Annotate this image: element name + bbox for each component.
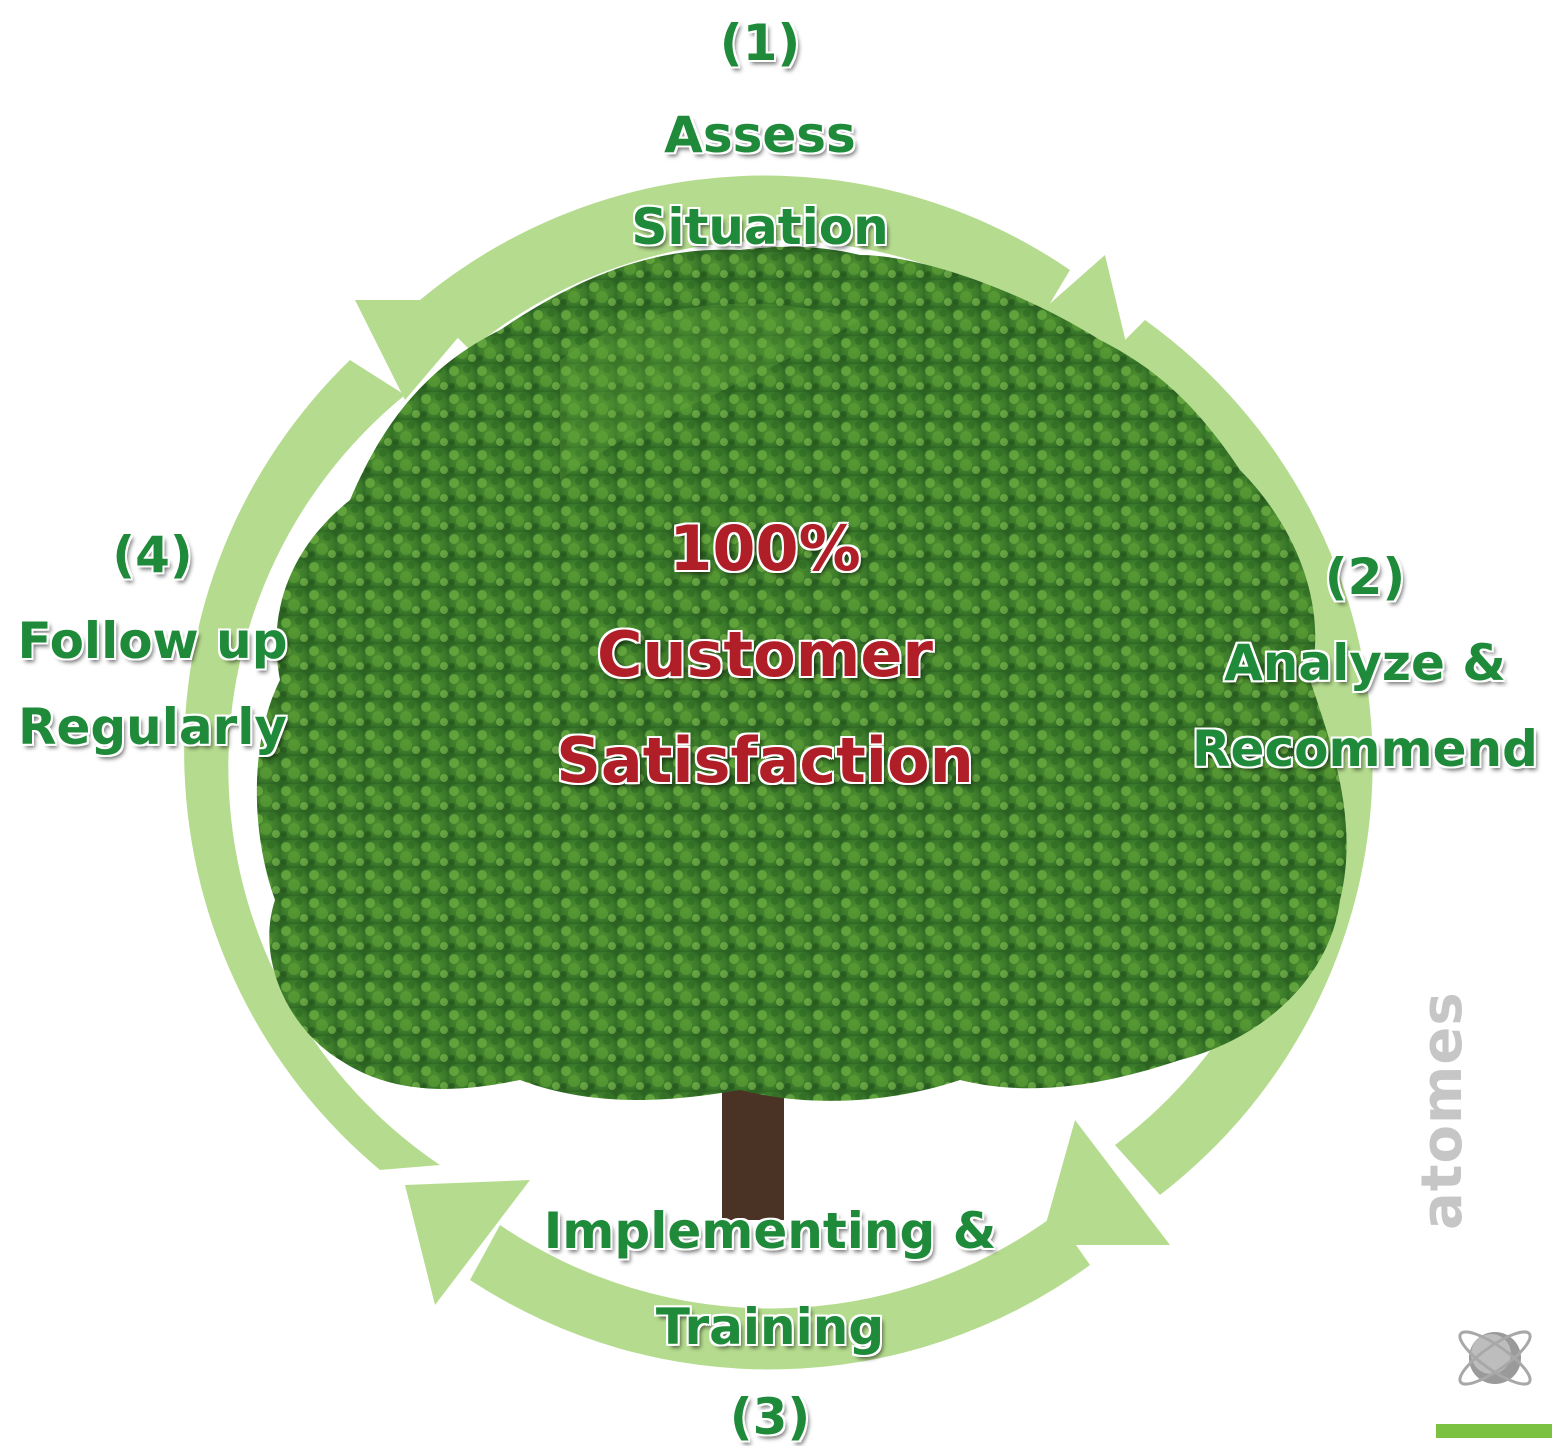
logo-bar [1436, 1424, 1552, 1438]
step-1-label: (1) Assess Situation [600, 18, 920, 252]
step-4-line2: Regularly [17, 698, 288, 756]
step-3-label: Implementing & Training (3) [500, 1206, 1040, 1442]
step-1-line1: Assess [664, 106, 856, 164]
step-1-number: (1) [719, 14, 801, 72]
step-3-line1: Implementing & [543, 1202, 997, 1260]
step-1-line2: Situation [631, 198, 889, 256]
step-3-number: (3) [729, 1388, 811, 1446]
center-label: 100% Customer Satisfaction [530, 518, 1000, 792]
step-3-line2: Training [655, 1298, 885, 1356]
tree-foliage-highlight [560, 303, 860, 480]
center-line1: 100% [669, 512, 861, 585]
tree-image [256, 246, 1347, 1220]
step-2-label: (2) Analyze & Recommend [1180, 552, 1550, 774]
atom-icon [1458, 1330, 1532, 1386]
arrow-assess-to-analyze [420, 175, 1070, 350]
center-line2: Customer [596, 618, 933, 691]
arrow-head-right [1040, 1120, 1170, 1245]
step-4-label: (4) Follow up Regularly [0, 530, 305, 752]
step-2-line1: Analyze & [1224, 634, 1506, 692]
arrow-implement-to-follow [470, 1215, 1090, 1370]
arrow-head-bottom [405, 1180, 530, 1305]
center-line3: Satisfaction [556, 724, 974, 797]
step-4-number: (4) [112, 526, 193, 584]
tree-foliage [256, 246, 1347, 1101]
arrow-follow-to-assess [184, 360, 440, 1170]
step-4-line1: Follow up [17, 612, 288, 670]
arrow-head-left [355, 300, 490, 400]
logo-text: atomes [1410, 991, 1475, 1230]
step-2-line2: Recommend [1192, 720, 1538, 778]
step-2-number: (2) [1324, 548, 1406, 606]
